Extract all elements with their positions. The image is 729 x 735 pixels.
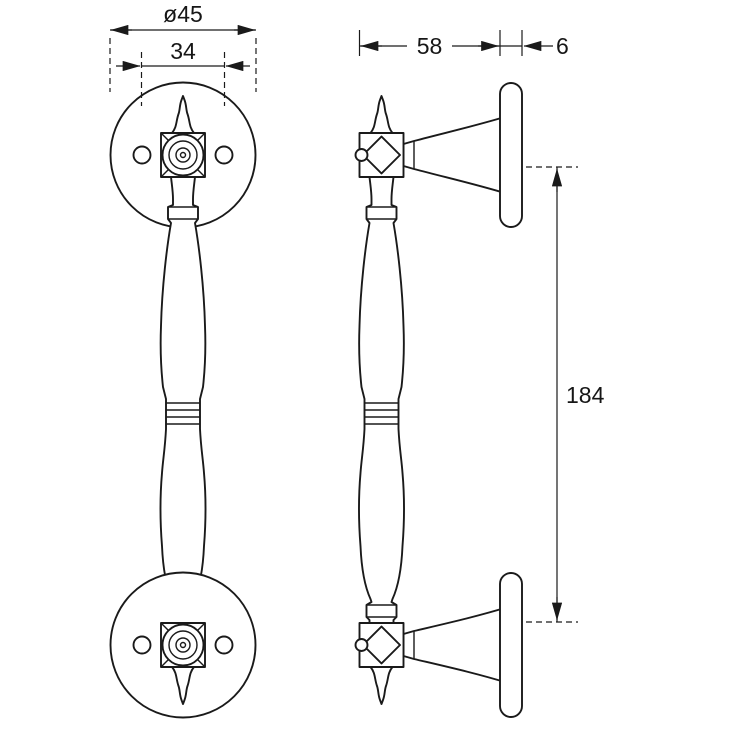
mount-boss-rings	[161, 623, 205, 667]
dim-plate-thickness: 6	[500, 30, 569, 59]
dim-hole-spacing-label: 34	[170, 38, 196, 64]
finial	[369, 95, 394, 134]
front-view	[109, 81, 257, 719]
dim-length-label: 184	[566, 382, 605, 408]
dim-projection-label: 58	[417, 33, 443, 59]
screw-hole	[214, 145, 234, 165]
finial	[369, 666, 394, 705]
side-top-assembly	[354, 82, 523, 228]
side-bottom-assembly	[354, 572, 523, 718]
bolt-head	[354, 148, 369, 162]
dim-length: 184	[526, 166, 605, 623]
front-bottom-rosette	[109, 571, 257, 719]
bolt-head	[354, 638, 369, 652]
mount-block-chamfers	[160, 132, 206, 178]
diamond-facet	[362, 625, 401, 665]
diamond-facet	[362, 135, 401, 175]
front-top-rosette	[109, 81, 257, 229]
dim-diameter: ø45	[109, 1, 257, 92]
dim-hole-spacing: 34	[116, 38, 250, 106]
mount-block-chamfers	[160, 622, 206, 668]
dim-plate-thickness-label: 6	[556, 33, 569, 59]
handle-grip	[358, 176, 405, 624]
dim-projection: 58	[358, 30, 501, 59]
bell-cone	[402, 115, 509, 195]
wall-plate	[499, 572, 523, 718]
mount-boss-rings	[161, 133, 205, 177]
side-view	[354, 82, 523, 718]
dim-diameter-label: ø45	[163, 1, 203, 27]
screw-hole	[132, 635, 152, 655]
screw-hole	[214, 635, 234, 655]
handle-grip	[159, 176, 207, 624]
bell-cone	[402, 606, 509, 684]
dimensions: ø45 34 58 6	[109, 1, 605, 623]
screw-hole	[132, 145, 152, 165]
wall-plate	[499, 82, 523, 228]
